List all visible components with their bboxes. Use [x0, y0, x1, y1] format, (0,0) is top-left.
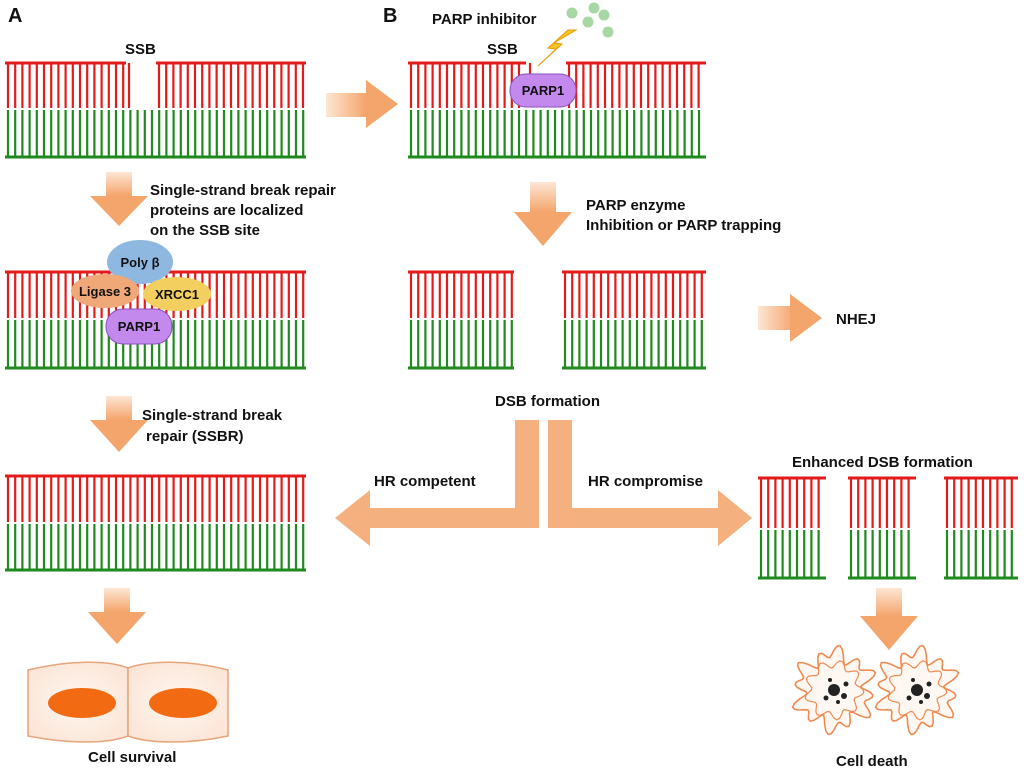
panel-a-label: A	[8, 5, 22, 27]
step-a1-line2: proteins are localized	[150, 202, 303, 219]
nucleus	[48, 688, 116, 718]
dna-fragment-debris	[828, 678, 832, 682]
dna-b3	[758, 476, 1018, 580]
xrcc1-bubble	[143, 277, 211, 311]
hr-competent-arrow	[335, 420, 539, 546]
parp1-bubble-a	[105, 308, 173, 345]
dna-fragment-debris	[911, 678, 915, 682]
inhibitor-dot	[582, 16, 594, 28]
step-a2-line2: repair (SSBR)	[146, 428, 244, 445]
poly-beta-label: Poly β	[121, 255, 160, 270]
step-a1-line1: Single-strand break repair	[150, 182, 336, 199]
hr-competent-label: HR competent	[374, 473, 476, 490]
poly-beta-bubble	[107, 240, 173, 284]
enhanced-dsb-label: Enhanced DSB formation	[792, 454, 973, 471]
arrow-b3	[860, 588, 918, 650]
surviving-cells	[27, 661, 229, 743]
hr-compromise-arrow	[548, 420, 752, 546]
dna-fragment-debris	[841, 693, 847, 699]
parp1-label-a: PARP1	[118, 319, 160, 334]
inhibitor-dot	[602, 26, 614, 38]
arrow-ab	[326, 80, 398, 128]
arrow-a3	[88, 588, 146, 644]
ligase-label: Ligase 3	[79, 284, 131, 299]
parp-inhibitor-label: PARP inhibitor	[432, 11, 537, 28]
step-a2-line1: Single-strand break	[142, 407, 283, 424]
ssb-label-b: SSB	[487, 41, 518, 58]
hr-branch-arrows	[335, 420, 752, 546]
dna-fragment-debris	[906, 695, 912, 701]
inhibitor-dot	[566, 7, 578, 19]
dna-a1	[5, 61, 306, 159]
dead-cells	[791, 644, 960, 736]
parp1-label-b: PARP1	[522, 83, 564, 98]
inhibitor-dot	[598, 9, 610, 21]
inhibitor-dot	[588, 2, 600, 14]
dna-fragment-debris	[911, 684, 923, 696]
arrow-b1	[514, 182, 572, 246]
inhibitor-dots	[566, 2, 614, 38]
dsb-formation-label: DSB formation	[495, 393, 600, 410]
apoptotic-inner-membrane	[887, 660, 948, 721]
ligase-bubble	[71, 274, 139, 308]
dna-fragment-debris	[924, 693, 930, 699]
dna-fragment-debris	[843, 681, 849, 687]
lightning-icon	[537, 29, 578, 67]
xrcc1-label: XRCC1	[155, 287, 199, 302]
repair-complex: Poly β Ligase 3 XRCC1 PARP1	[71, 240, 211, 345]
apoptotic-inner-membrane	[804, 660, 865, 721]
dna-fragment-debris	[919, 700, 923, 704]
arrow-a2	[90, 396, 148, 452]
dna-fragment-debris	[836, 700, 840, 704]
dna-fragment-debris	[823, 695, 829, 701]
nucleus	[149, 688, 217, 718]
hr-compromise-label: HR compromise	[588, 473, 703, 490]
dna-b2	[408, 270, 706, 370]
arrow-a1	[90, 172, 148, 226]
parp1-bubble-b	[509, 73, 577, 108]
step-b1-line2: Inhibition or PARP trapping	[586, 217, 781, 234]
step-a1-line3: on the SSB site	[150, 222, 260, 239]
panel-b-label: B	[383, 5, 397, 27]
dna-a3	[5, 474, 306, 572]
cell-survival-label: Cell survival	[88, 749, 176, 766]
dna-fragment-debris	[828, 684, 840, 696]
nhej-label: NHEJ	[836, 311, 876, 328]
ssb-label-a: SSB	[125, 41, 156, 58]
dna-fragment-debris	[926, 681, 932, 687]
cell-death-label: Cell death	[836, 753, 908, 770]
step-b1-line1: PARP enzyme	[586, 197, 686, 214]
arrow-nhej	[758, 294, 822, 342]
